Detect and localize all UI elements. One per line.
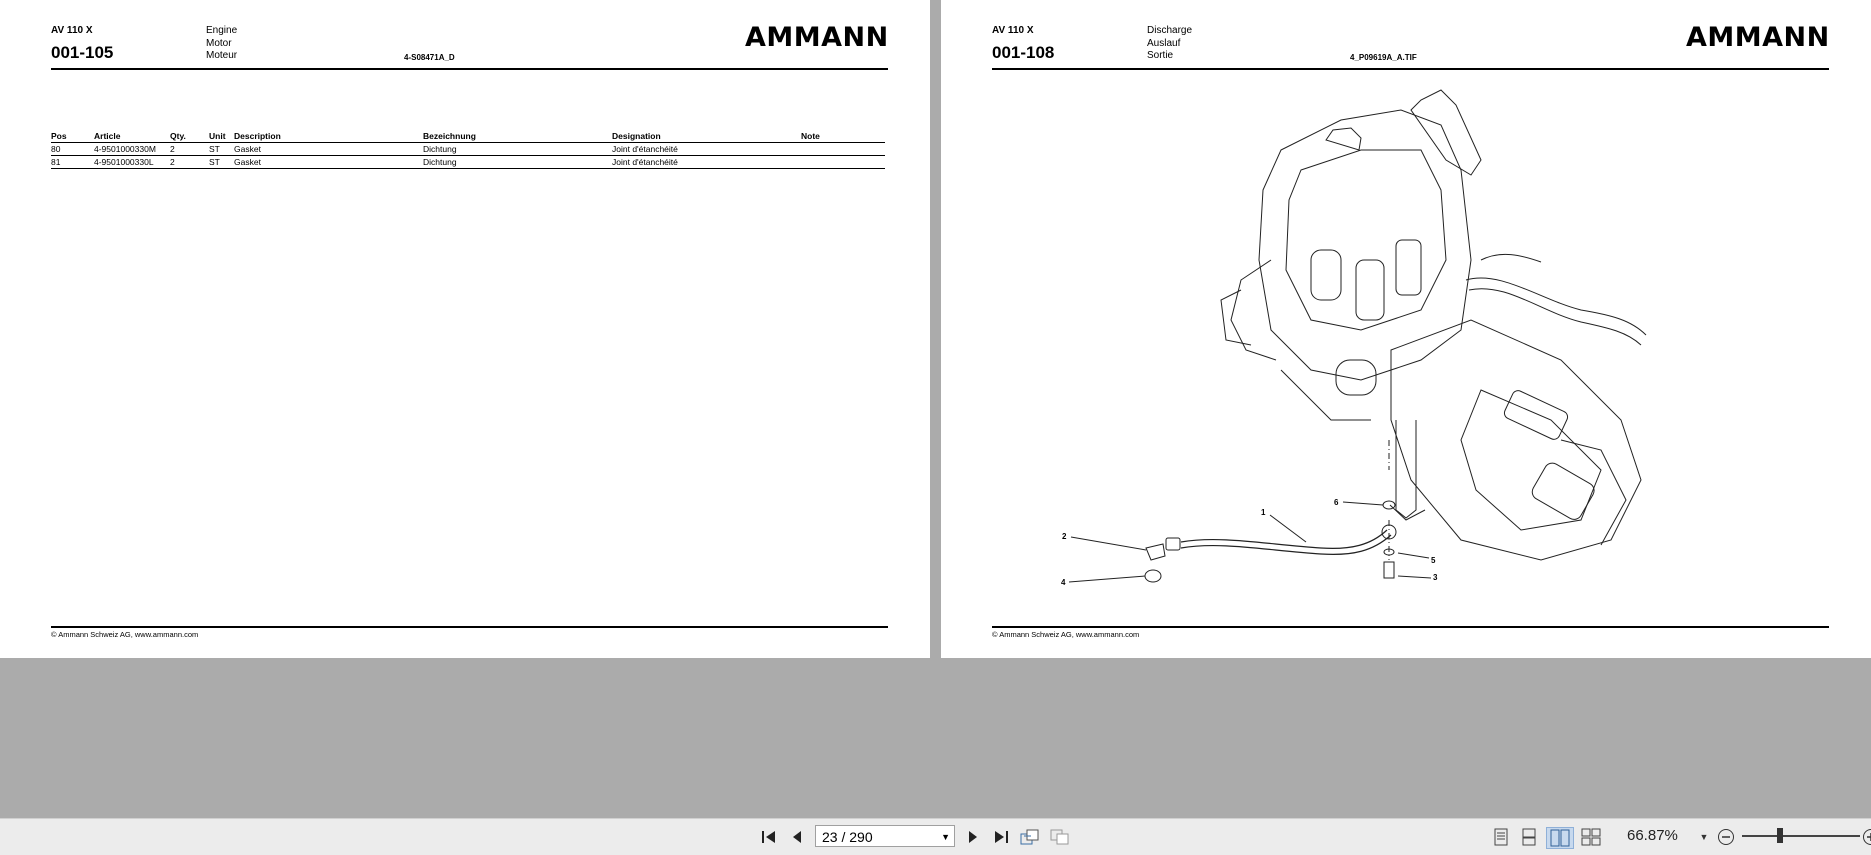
cell-article: 4-9501000330M [94, 143, 170, 156]
navigation-toolbar: 23 / 290 ▼ 66.87% ▼ [0, 818, 1871, 855]
col-pos: Pos [51, 130, 94, 143]
two-page-continuous-icon[interactable] [1580, 827, 1602, 847]
col-bezeichnung: Bezeichnung [423, 130, 612, 143]
cell-pos: 81 [51, 156, 94, 169]
cell-qty: 2 [170, 143, 209, 156]
callout-label: 5 [1431, 556, 1435, 565]
zoom-slider[interactable] [1742, 835, 1860, 837]
copyright-footer: © Ammann Schweiz AG, www.ammann.com [992, 630, 1139, 639]
previous-page-icon[interactable] [786, 827, 808, 847]
footer-rule [51, 626, 888, 628]
cell-description: Gasket [234, 156, 423, 169]
page-left: AV 110 X 001-105 Engine Motor Moteur 4-S… [0, 0, 930, 658]
col-unit: Unit [209, 130, 234, 143]
col-article: Article [94, 130, 170, 143]
zoom-dropdown-icon[interactable]: ▼ [1698, 827, 1710, 847]
cell-bezeichnung: Dichtung [423, 156, 612, 169]
cell-note [801, 156, 885, 169]
next-view-icon[interactable] [1048, 827, 1072, 847]
callout-label: 4 [1061, 578, 1065, 587]
cell-note [801, 143, 885, 156]
zoom-level: 66.87% [1627, 827, 1678, 844]
next-page-icon[interactable] [962, 827, 984, 847]
callout-label: 6 [1334, 498, 1338, 507]
group-title-de: Motor [206, 38, 237, 51]
table-row: 81 4-9501000330L 2 ST Gasket Dichtung Jo… [51, 156, 885, 169]
ammann-logo: AMMANN [745, 22, 889, 53]
zoom-slider-thumb[interactable] [1777, 828, 1783, 843]
continuous-view-icon[interactable] [1518, 827, 1540, 847]
zoom-in-icon[interactable] [1862, 827, 1871, 847]
previous-view-icon[interactable] [1018, 827, 1042, 847]
group-title: Engine Motor Moteur [206, 25, 237, 63]
chevron-down-icon[interactable]: ▼ [941, 826, 950, 848]
table-row: 80 4-9501000330M 2 ST Gasket Dichtung Jo… [51, 143, 885, 156]
first-page-icon[interactable] [758, 827, 780, 847]
cell-description: Gasket [234, 143, 423, 156]
page-number-field[interactable]: 23 / 290 ▼ [815, 825, 955, 847]
copyright-footer: © Ammann Schweiz AG, www.ammann.com [51, 630, 198, 639]
callout-label: 1 [1261, 508, 1265, 517]
last-page-icon[interactable] [990, 827, 1012, 847]
callout-label: 2 [1062, 532, 1066, 541]
cell-unit: ST [209, 156, 234, 169]
col-description: Description [234, 130, 423, 143]
zoom-out-icon[interactable] [1716, 827, 1736, 847]
page-right: AV 110 X 001-108 Discharge Auslauf Sorti… [941, 0, 1871, 658]
col-qty: Qty. [170, 130, 209, 143]
engine-drawing [941, 0, 1871, 658]
cell-pos: 80 [51, 143, 94, 156]
page-number-value: 23 / 290 [822, 829, 873, 845]
group-title-fr: Moteur [206, 50, 237, 63]
table-header-row: Pos Article Qty. Unit Description Bezeic… [51, 130, 885, 143]
col-designation: Designation [612, 130, 801, 143]
col-note: Note [801, 130, 885, 143]
model-name: AV 110 X [51, 25, 93, 36]
two-page-view-icon[interactable] [1546, 827, 1574, 849]
cell-qty: 2 [170, 156, 209, 169]
header-rule [51, 68, 888, 70]
section-code: 001-105 [51, 43, 113, 63]
callout-label: 3 [1433, 573, 1437, 582]
cell-designation: Joint d'étanchéité [612, 156, 801, 169]
single-page-view-icon[interactable] [1490, 827, 1512, 847]
cell-article: 4-9501000330L [94, 156, 170, 169]
cell-designation: Joint d'étanchéité [612, 143, 801, 156]
cell-bezeichnung: Dichtung [423, 143, 612, 156]
group-title-en: Engine [206, 25, 237, 38]
document-viewport[interactable]: AV 110 X 001-105 Engine Motor Moteur 4-S… [0, 0, 1871, 818]
drawing-number: 4-S08471A_D [404, 53, 455, 62]
parts-table: Pos Article Qty. Unit Description Bezeic… [51, 130, 885, 169]
footer-rule [992, 626, 1829, 628]
cell-unit: ST [209, 143, 234, 156]
